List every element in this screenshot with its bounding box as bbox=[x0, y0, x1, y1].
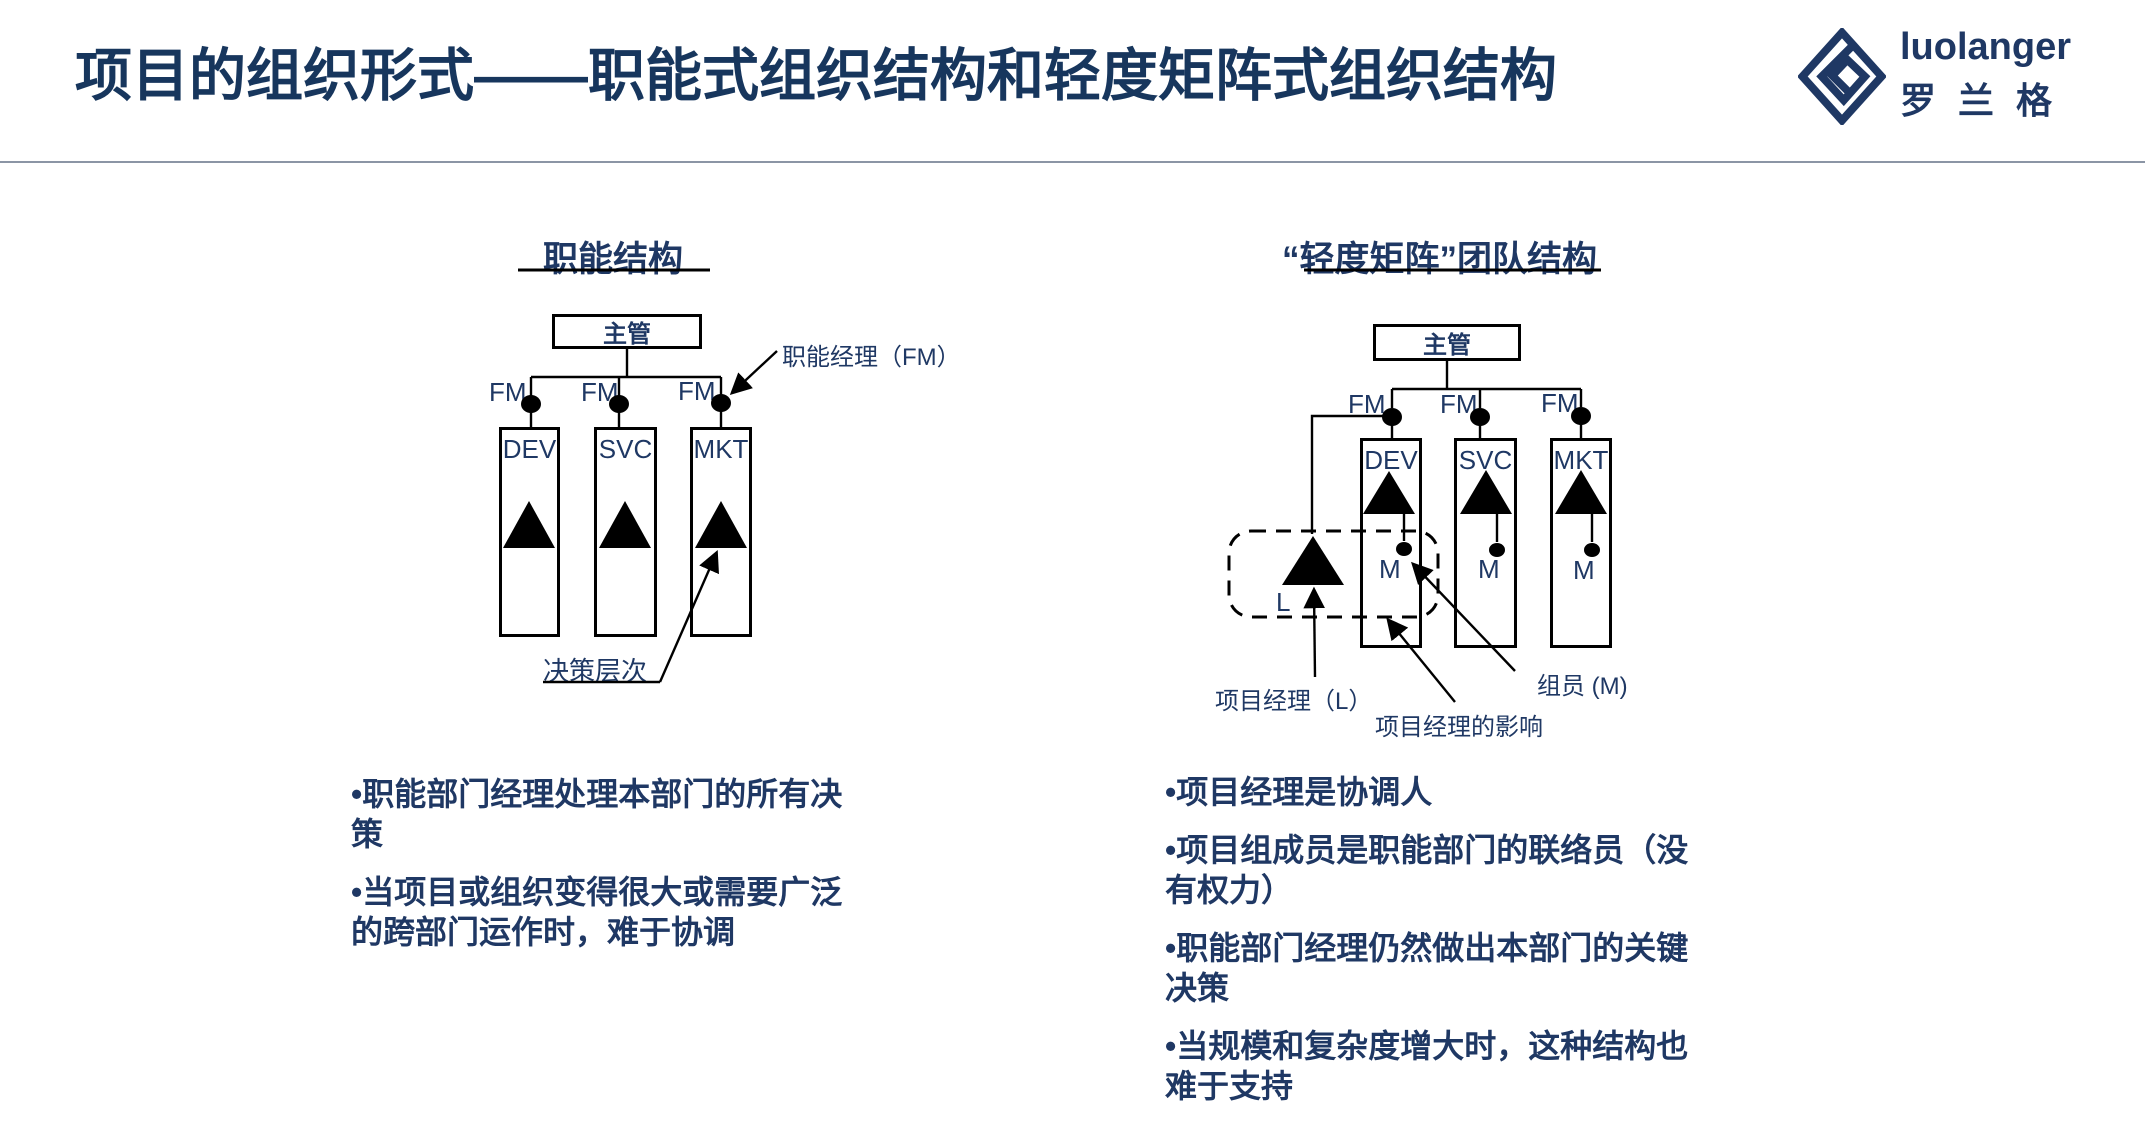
logo-brand-name-cn: 罗兰格 bbox=[1900, 79, 2075, 121]
bullet-item: •职能部门经理处理本部门的所有决策 bbox=[351, 776, 843, 852]
bullet-item: •当规模和复杂度增大时，这种结构也难于支持 bbox=[1165, 1028, 1689, 1104]
left-fm-label-1: FM bbox=[489, 377, 527, 407]
right-pm-annotation: 项目经理（L） bbox=[1215, 688, 1373, 715]
pm-annotation-arrow bbox=[1303, 586, 1326, 678]
logo-brand-name: luolanger bbox=[1900, 26, 2072, 68]
right-column-dev: DEV bbox=[1360, 438, 1422, 648]
right-column-mkt: MKT bbox=[1550, 438, 1612, 648]
right-panel-header: “轻度矩阵”团队结构 bbox=[1282, 240, 1598, 279]
left-fm-label-2: FM bbox=[581, 377, 619, 407]
bullet-item: •当项目或组织变得很大或需要广泛的跨部门运作时，难于协调 bbox=[351, 874, 843, 950]
bullet-item: •项目经理是协调人 bbox=[1165, 774, 1433, 810]
title-divider bbox=[0, 161, 2145, 163]
left-fm-label-3: FM bbox=[678, 376, 716, 406]
right-supervisor-box: 主管 bbox=[1373, 324, 1521, 361]
left-bullet-list: •职能部门经理处理本部门的所有决策 •当项目或组织变得很大或需要广泛的跨部门运作… bbox=[351, 774, 861, 970]
left-decision-annotation: 决策层次 bbox=[543, 656, 648, 686]
diamond-g-logo-icon bbox=[1798, 28, 1886, 125]
right-member-label-3: M bbox=[1573, 555, 1595, 585]
left-column-mkt: MKT bbox=[690, 427, 752, 637]
leader-triangle bbox=[1282, 536, 1344, 585]
bullet-item: •职能部门经理仍然做出本部门的关键决策 bbox=[1165, 930, 1689, 1006]
right-member-label-1: M bbox=[1379, 554, 1401, 584]
right-fm-label-3: FM bbox=[1541, 388, 1579, 418]
right-bullet-list: •项目经理是协调人 •项目组成员是职能部门的联络员（没有权力） •职能部门经理仍… bbox=[1165, 772, 1710, 1124]
bullet-item: •项目组成员是职能部门的联络员（没有权力） bbox=[1165, 832, 1689, 908]
left-column-dev: DEV bbox=[499, 427, 560, 637]
logo: luolanger 罗兰格 bbox=[1798, 26, 2075, 125]
right-member-label-2: M bbox=[1478, 554, 1500, 584]
right-member-annotation: 组员 (M) bbox=[1537, 673, 1628, 700]
left-fm-annotation: 职能经理（FM） bbox=[782, 344, 961, 371]
right-fm-label-1: FM bbox=[1348, 389, 1386, 419]
right-influence-annotation: 项目经理的影响 bbox=[1375, 714, 1543, 741]
left-column-svc: SVC bbox=[594, 427, 657, 637]
fm-annotation-arrow bbox=[729, 350, 778, 395]
right-leader-label: L bbox=[1276, 587, 1291, 617]
right-column-svc: SVC bbox=[1454, 438, 1517, 648]
right-fm-label-2: FM bbox=[1440, 389, 1478, 419]
page-title: 项目的组织形式——职能式组织结构和轻度矩阵式组织结构 bbox=[75, 44, 1557, 108]
left-supervisor-box: 主管 bbox=[552, 314, 702, 349]
left-panel-header: 职能结构 bbox=[543, 240, 684, 279]
logo-text: luolanger 罗兰格 bbox=[1900, 26, 2075, 124]
